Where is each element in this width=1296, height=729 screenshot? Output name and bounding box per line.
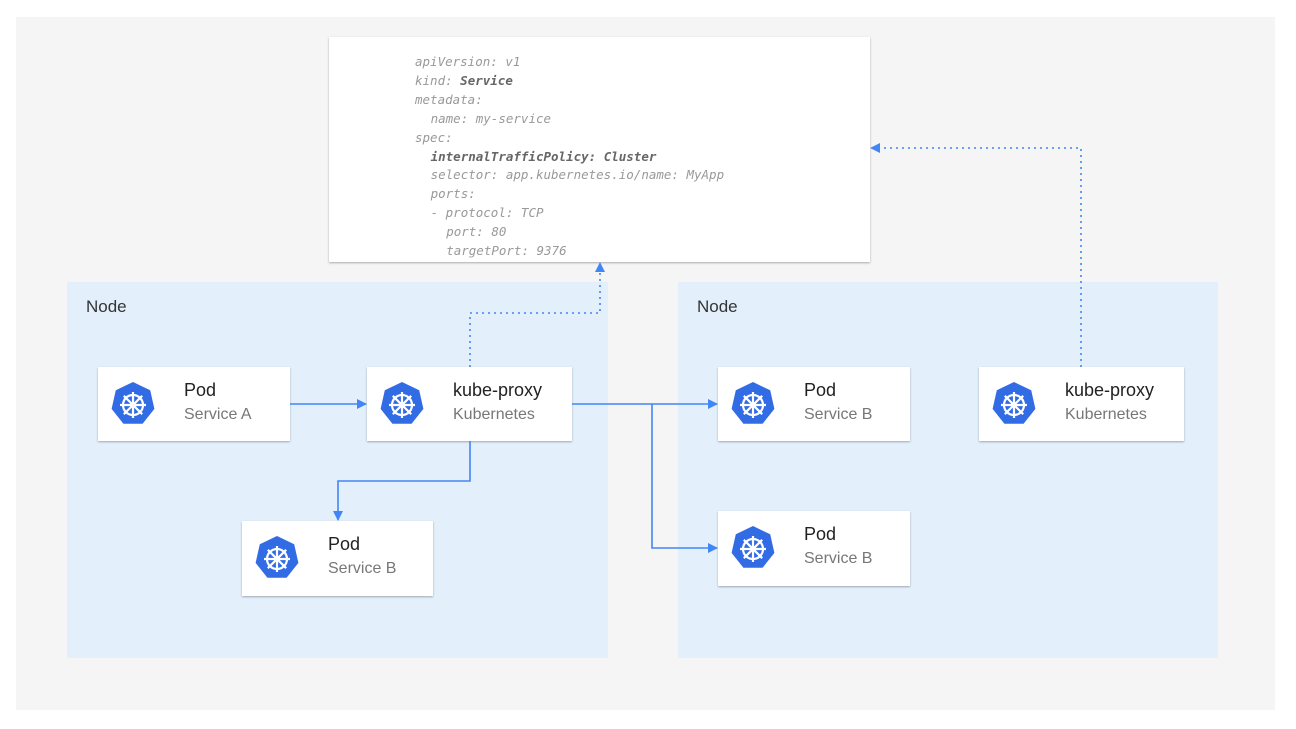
yaml-key: kind: — [415, 72, 453, 88]
kubernetes-icon — [110, 381, 156, 427]
card-title: kube-proxy — [1065, 380, 1155, 400]
yaml-value: Service — [452, 72, 513, 88]
yaml-key: spec: — [415, 129, 453, 145]
yaml-key: targetPort: — [446, 243, 529, 259]
kubernetes-icon — [379, 381, 425, 427]
yaml-line: internalTrafficPolicy: Cluster — [415, 148, 724, 167]
card-title: kube-proxy — [453, 380, 543, 400]
card-title: Pod — [804, 524, 837, 544]
yaml-value: v1 — [497, 54, 521, 69]
yaml-key: apiVersion: — [415, 54, 498, 69]
yaml-value: my-service — [468, 110, 552, 126]
card-subtitle: Service B — [328, 560, 397, 577]
yaml-line: port: 80 — [415, 223, 724, 242]
yaml-line: ports: — [415, 185, 724, 204]
arrow-proxy-to-podb-left — [333, 441, 471, 521]
yaml-key: ports: — [430, 186, 476, 202]
yaml-line: apiVersion: v1 — [415, 53, 724, 72]
yaml-line: targetPort: 9376 — [415, 242, 724, 261]
yaml-line: name: my-service — [415, 110, 724, 129]
card-title: Pod — [328, 534, 361, 554]
yaml-key: name: — [430, 110, 469, 126]
card-title: Pod — [184, 380, 217, 400]
yaml-line: selector: app.kubernetes.io/name: MyApp — [415, 166, 725, 185]
pod-service-b-left[interactable]: Pod Service B — [242, 521, 433, 596]
card-subtitle: Service B — [804, 406, 873, 423]
dotted-proxy-right-to-service — [870, 143, 1082, 367]
arrow-proxy-to-podb-right-bottom — [651, 404, 718, 553]
yaml-line: spec: — [415, 129, 724, 148]
yaml-value: app.kubernetes.io/name: MyApp — [498, 167, 725, 183]
yaml-line: metadata: — [415, 91, 724, 110]
node-right: Node — [678, 282, 1218, 658]
card-subtitle: Kubernetes — [453, 406, 535, 423]
pod-service-a[interactable]: Pod Service A — [98, 367, 290, 441]
kube-proxy-right[interactable]: kube-proxy Kubernetes — [979, 367, 1184, 441]
yaml-key: port: — [446, 224, 484, 240]
yaml-key: metadata: — [415, 91, 483, 107]
card-subtitle: Service B — [804, 550, 873, 567]
yaml-value: TCP — [513, 205, 544, 221]
kubernetes-icon — [730, 525, 776, 571]
yaml-value: Cluster — [596, 148, 657, 164]
yaml-line: - protocol: TCP — [415, 204, 724, 223]
yaml-value: 9376 — [528, 243, 567, 259]
card-title: Pod — [804, 380, 837, 400]
node-label: Node — [697, 297, 738, 316]
pod-service-b-right-top[interactable]: Pod Service B — [718, 367, 910, 441]
kubernetes-icon — [254, 535, 300, 581]
yaml-key: - protocol: — [430, 205, 514, 221]
yaml-value: 80 — [483, 224, 507, 240]
yaml-key: selector: — [430, 167, 499, 183]
kubernetes-icon — [730, 381, 776, 427]
node-label: Node — [86, 297, 127, 316]
dotted-proxy-left-to-service — [469, 262, 605, 367]
yaml-key: internalTrafficPolicy: — [430, 148, 597, 164]
yaml-line: kind: Service — [415, 72, 724, 91]
card-subtitle: Service A — [184, 406, 252, 423]
kubernetes-icon — [991, 381, 1037, 427]
pod-service-b-right-bottom[interactable]: Pod Service B — [718, 511, 910, 586]
card-subtitle: Kubernetes — [1065, 406, 1147, 423]
kube-proxy-left[interactable]: kube-proxy Kubernetes — [367, 367, 572, 441]
